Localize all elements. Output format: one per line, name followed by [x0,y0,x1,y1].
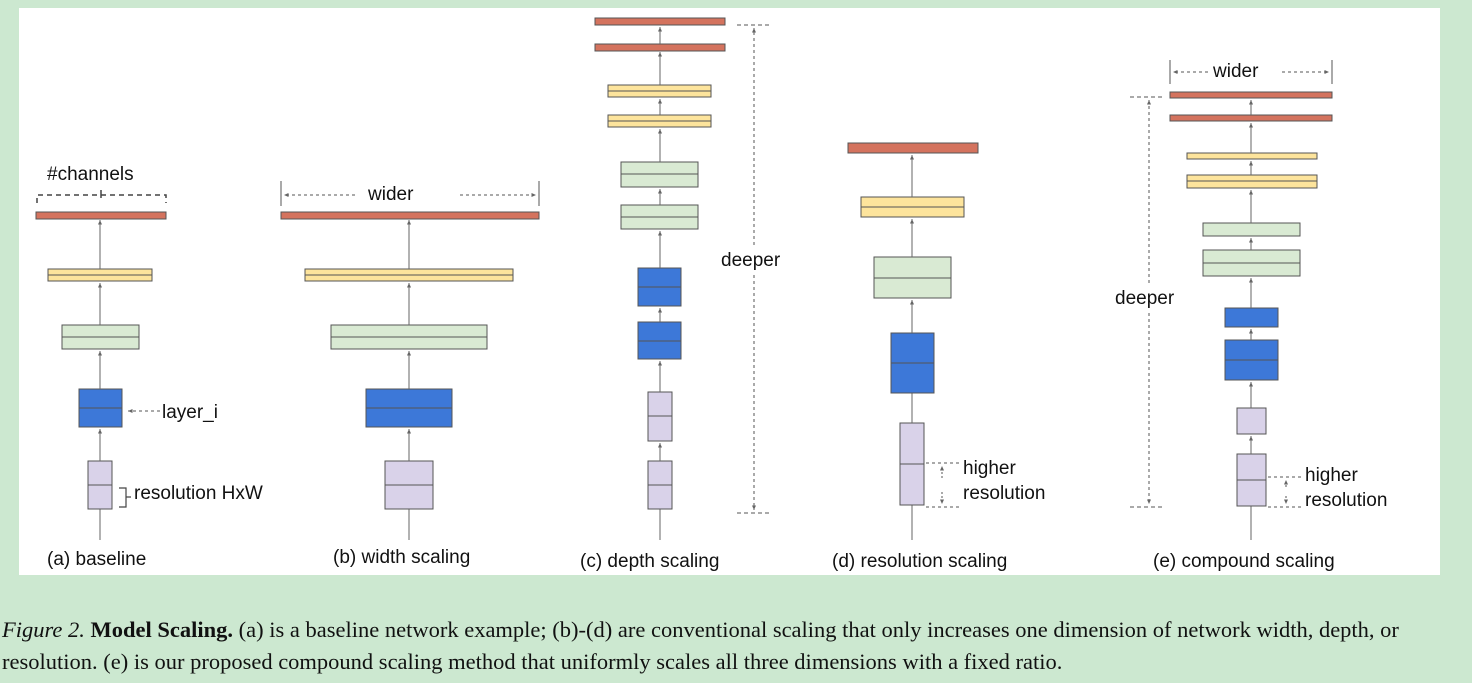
network-resolution [847,142,979,540]
wider-label-b: wider [367,184,414,205]
wider-indicator-e [1169,60,1333,84]
red-block [594,43,726,52]
red-block [280,211,540,220]
model-scaling-diagram: #channels layer_i resolution HxW (a) bas… [35,17,1387,572]
network-width [280,211,540,540]
caption-text: (a) is a baseline network example; (b)-(… [2,617,1399,674]
subcaption-e: (e) compound scaling [1153,551,1335,572]
red-block [594,17,726,26]
resolution-label-d: resolution [963,483,1045,504]
green-block [1202,222,1301,237]
resolution-bracket [119,487,131,508]
figure-panel: #channels layer_i resolution HxW (a) bas… [19,8,1440,575]
resolution-hxw-label: resolution HxW [134,483,263,504]
higher-resolution-indicator-d [926,462,962,508]
red-block [1169,91,1333,99]
red-block [1169,114,1333,122]
deeper-indicator-e [1130,96,1165,508]
wider-label-e: wider [1212,61,1259,82]
channels-label: #channels [47,164,134,185]
purple-block [1236,407,1267,435]
network-compound [1169,91,1333,540]
deeper-label-c: deeper [721,250,781,271]
deeper-indicator-c [737,24,770,514]
wider-indicator-b [280,181,540,206]
red-block [847,142,979,154]
deeper-label-e: deeper [1115,288,1175,309]
layer-i-label: layer_i [162,402,218,423]
figure-label: Figure 2. [2,617,85,642]
network-baseline [35,211,167,540]
figure-caption: Figure 2. Model Scaling. (a) is a baseli… [2,614,1470,678]
subcaption-a: (a) baseline [47,549,146,570]
higher-label-e: higher [1305,465,1358,486]
subcaption-c: (c) depth scaling [580,551,719,572]
higher-label-d: higher [963,458,1016,479]
subcaption-d: (d) resolution scaling [832,551,1007,572]
higher-resolution-indicator-e [1268,476,1303,508]
resolution-label-e: resolution [1305,490,1387,511]
blue-block [1224,307,1279,328]
red-block [35,211,167,220]
subcaption-b: (b) width scaling [333,547,470,568]
network-depth [594,17,726,540]
yellow-block [1186,152,1318,160]
caption-title: Model Scaling. [90,617,234,642]
